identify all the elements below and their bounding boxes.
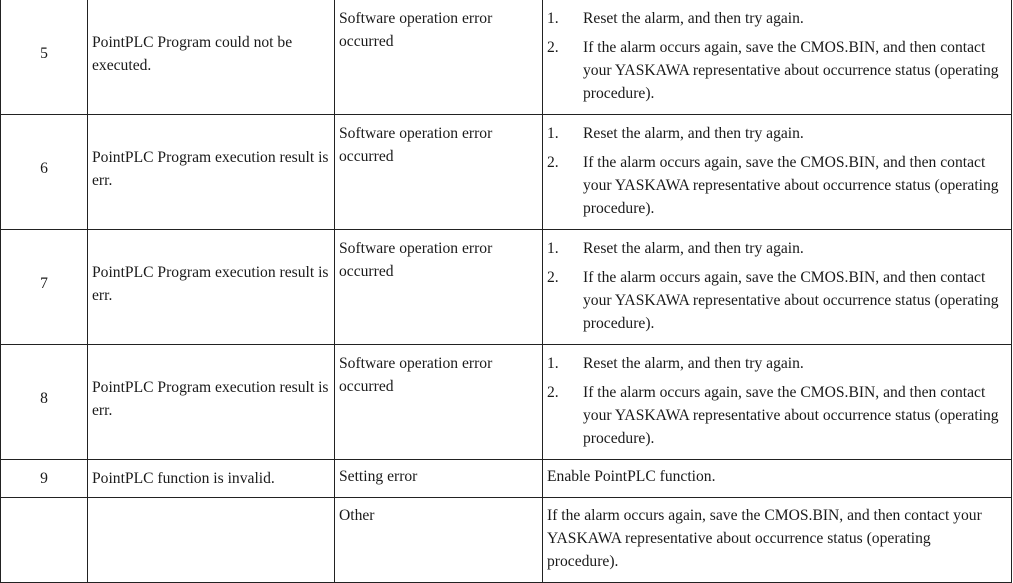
remedy-cell: 1. Reset the alarm, and then try again. 2…: [542, 0, 1012, 115]
step-number: 1.: [547, 355, 559, 372]
remedy-step: 1. Reset the alarm, and then try again.: [547, 7, 1005, 30]
step-number: 2.: [547, 384, 559, 401]
table-row: 7 PointPLC Program execution result is e…: [0, 229, 1012, 345]
sub-code-cell: 8: [0, 344, 88, 460]
step-text: If the alarm occurs again, save the CMOS…: [583, 39, 999, 102]
message-cell: PointPLC Program execution result is err…: [87, 229, 335, 345]
remedy-step: 2. If the alarm occurs again, save the CM…: [547, 151, 1005, 220]
remedy-steps: 1. Reset the alarm, and then try again. 2…: [547, 122, 1005, 220]
remedy-cell: Enable PointPLC function.: [542, 459, 1012, 498]
remedy-cell: 1. Reset the alarm, and then try again. 2…: [542, 229, 1012, 345]
remedy-steps: 1. Reset the alarm, and then try again. 2…: [547, 352, 1005, 450]
sub-code: 6: [40, 159, 48, 177]
step-text: Reset the alarm, and then try again.: [583, 10, 804, 27]
cause-text: Software operation error occurred: [339, 355, 493, 395]
table-row: 9 PointPLC function is invalid. Setting …: [0, 459, 1012, 498]
remedy-cell: 1. Reset the alarm, and then try again. 2…: [542, 344, 1012, 460]
remedy-step: 2. If the alarm occurs again, save the CM…: [547, 381, 1005, 450]
cause-text: Setting error: [339, 468, 418, 485]
step-text: If the alarm occurs again, save the CMOS…: [583, 154, 999, 217]
table-row: 5 PointPLC Program could not be executed…: [0, 0, 1012, 115]
cause-text: Software operation error occurred: [339, 125, 493, 165]
cause-cell: Software operation error occurred: [334, 344, 543, 460]
step-number: 1.: [547, 10, 559, 27]
sub-code: 8: [40, 389, 48, 407]
sub-code-cell: 6: [0, 114, 88, 230]
remedy-step: 2. If the alarm occurs again, save the CM…: [547, 266, 1005, 335]
step-number: 2.: [547, 39, 559, 56]
cause-cell: Other: [334, 497, 543, 583]
table-row: 6 PointPLC Program execution result is e…: [0, 114, 1012, 230]
message-cell: PointPLC Program could not be executed.: [87, 0, 335, 115]
cause-text: Other: [339, 507, 375, 524]
step-number: 2.: [547, 269, 559, 286]
remedy-steps: 1. Reset the alarm, and then try again. 2…: [547, 7, 1005, 105]
remedy-text: Enable PointPLC function.: [547, 468, 716, 485]
step-number: 1.: [547, 240, 559, 257]
sub-code: 5: [40, 44, 48, 62]
cause-cell: Software operation error occurred: [334, 229, 543, 345]
remedy-cell: If the alarm occurs again, save the CMOS…: [542, 497, 1012, 583]
message-text: PointPLC Program could not be executed.: [92, 34, 293, 74]
step-text: Reset the alarm, and then try again.: [583, 240, 804, 257]
remedy-cell: 1. Reset the alarm, and then try again. 2…: [542, 114, 1012, 230]
table-row: 8 PointPLC Program execution result is e…: [0, 344, 1012, 460]
sub-code-cell: 7: [0, 229, 88, 345]
sub-code-cell: 5: [0, 0, 88, 115]
step-text: Reset the alarm, and then try again.: [583, 125, 804, 142]
sub-code: 9: [40, 470, 48, 487]
remedy-step: 1. Reset the alarm, and then try again.: [547, 122, 1005, 145]
remedy-step: 2. If the alarm occurs again, save the CM…: [547, 36, 1005, 105]
message-text: PointPLC Program execution result is err…: [92, 379, 329, 419]
cause-text: Software operation error occurred: [339, 240, 493, 280]
step-text: If the alarm occurs again, save the CMOS…: [583, 384, 999, 447]
cause-cell: Software operation error occurred: [334, 114, 543, 230]
message-text: PointPLC Program execution result is err…: [92, 149, 329, 189]
table-row: Other If the alarm occurs again, save th…: [0, 497, 1012, 583]
message-cell: PointPLC function is invalid.: [87, 459, 335, 498]
sub-code-cell: 9: [0, 459, 88, 498]
remedy-step: 1. Reset the alarm, and then try again.: [547, 237, 1005, 260]
remedy-text: If the alarm occurs again, save the CMOS…: [547, 507, 982, 570]
cause-cell: Software operation error occurred: [334, 0, 543, 115]
remedy-steps: 1. Reset the alarm, and then try again. 2…: [547, 237, 1005, 335]
message-text: PointPLC function is invalid.: [92, 470, 275, 487]
step-number: 2.: [547, 154, 559, 171]
cause-cell: Setting error: [334, 459, 543, 498]
message-cell: PointPLC Program execution result is err…: [87, 344, 335, 460]
step-text: Reset the alarm, and then try again.: [583, 355, 804, 372]
message-text: PointPLC Program execution result is err…: [92, 264, 329, 304]
step-text: If the alarm occurs again, save the CMOS…: [583, 269, 999, 332]
cause-text: Software operation error occurred: [339, 10, 493, 50]
step-number: 1.: [547, 125, 559, 142]
sub-code: 7: [40, 274, 48, 292]
remedy-step: 1. Reset the alarm, and then try again.: [547, 352, 1005, 375]
message-cell: [87, 497, 335, 583]
sub-code-cell: [0, 497, 88, 583]
message-cell: PointPLC Program execution result is err…: [87, 114, 335, 230]
